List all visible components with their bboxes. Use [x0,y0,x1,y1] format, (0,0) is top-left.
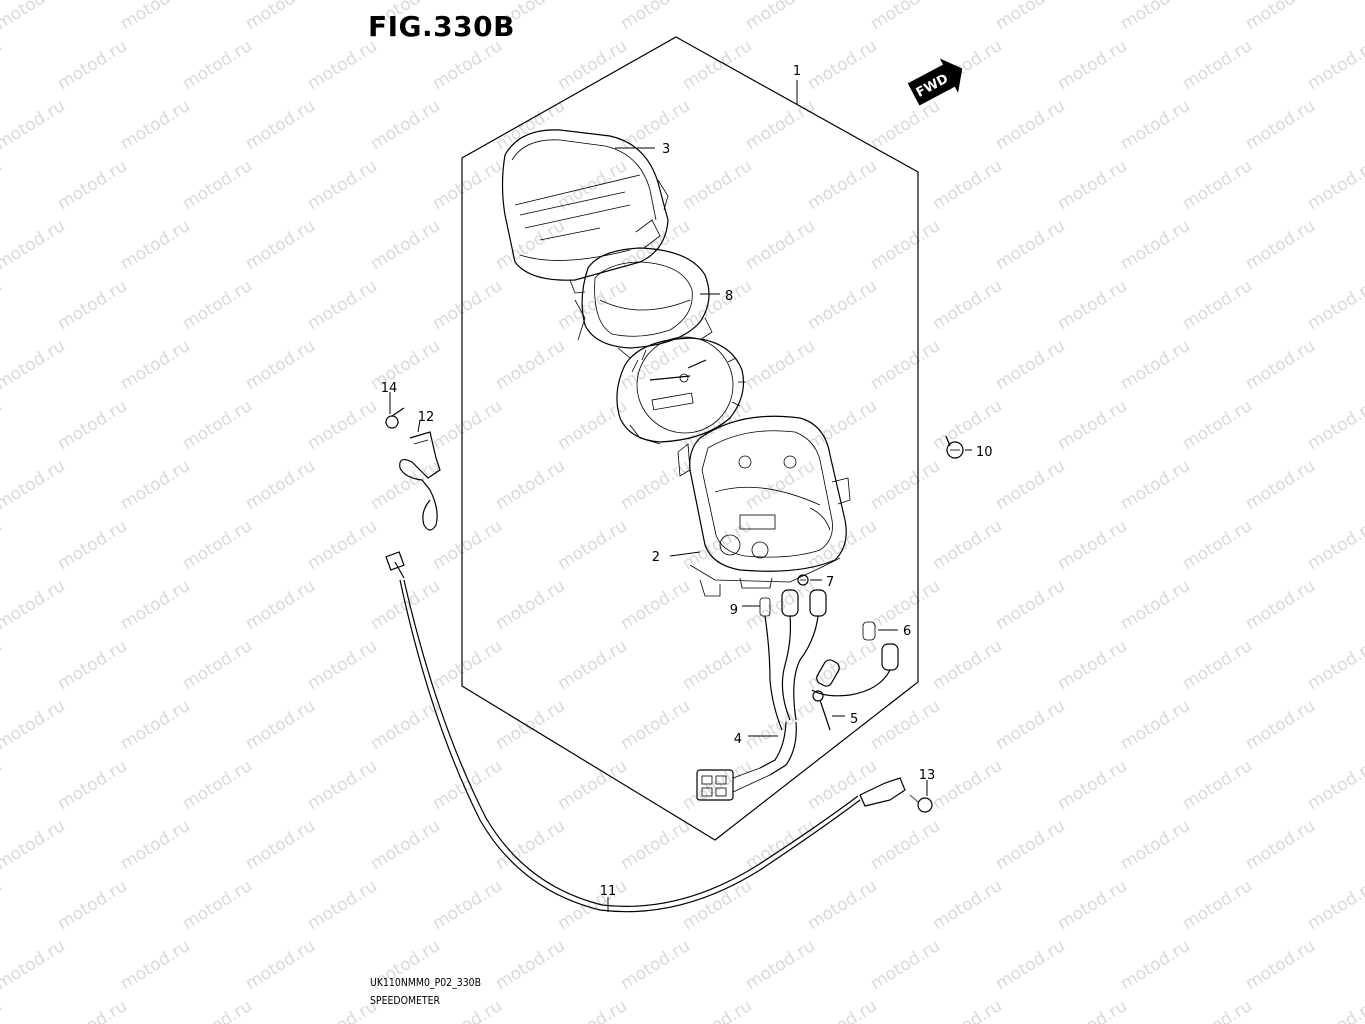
screw-14-drawing [385,407,405,429]
assembly-outline [461,36,919,841]
callout-leader-2 [669,551,701,557]
callout-number-12: 12 [418,410,435,425]
meter-case-drawing [677,415,851,597]
callout-leader-12 [417,419,421,433]
harness-drawing [696,589,899,801]
screw-10-drawing [945,435,964,459]
screw-5-drawing [812,690,831,731]
callout-number-8: 8 [725,289,733,304]
meter-lens-cover-drawing [501,129,669,294]
callout-number-4: 4 [734,732,742,747]
drawing-caption: SPEEDOMETER [370,994,441,1007]
callout-number-11: 11 [600,884,617,899]
callout-number-3: 3 [662,142,670,157]
screw-7-drawing [797,574,809,586]
callout-number-9: 9 [730,603,738,618]
callout-number-6: 6 [903,624,911,639]
speedometer-cable-drawing [385,551,933,913]
callout-number-14: 14 [381,381,398,396]
drawing-code: UK110NMM0_P02_330B [370,976,482,989]
figure-title: FIG.330B [368,10,515,43]
callout-number-2: 2 [652,550,660,565]
callout-number-13: 13 [919,768,936,783]
callout-number-1: 1 [793,64,801,79]
callout-number-5: 5 [850,712,858,727]
cable-clamp-drawing [399,431,441,531]
gauge-face-drawing [616,336,746,445]
callout-number-10: 10 [976,445,993,460]
callout-number-7: 7 [826,575,834,590]
meter-bezel-drawing [574,247,713,359]
